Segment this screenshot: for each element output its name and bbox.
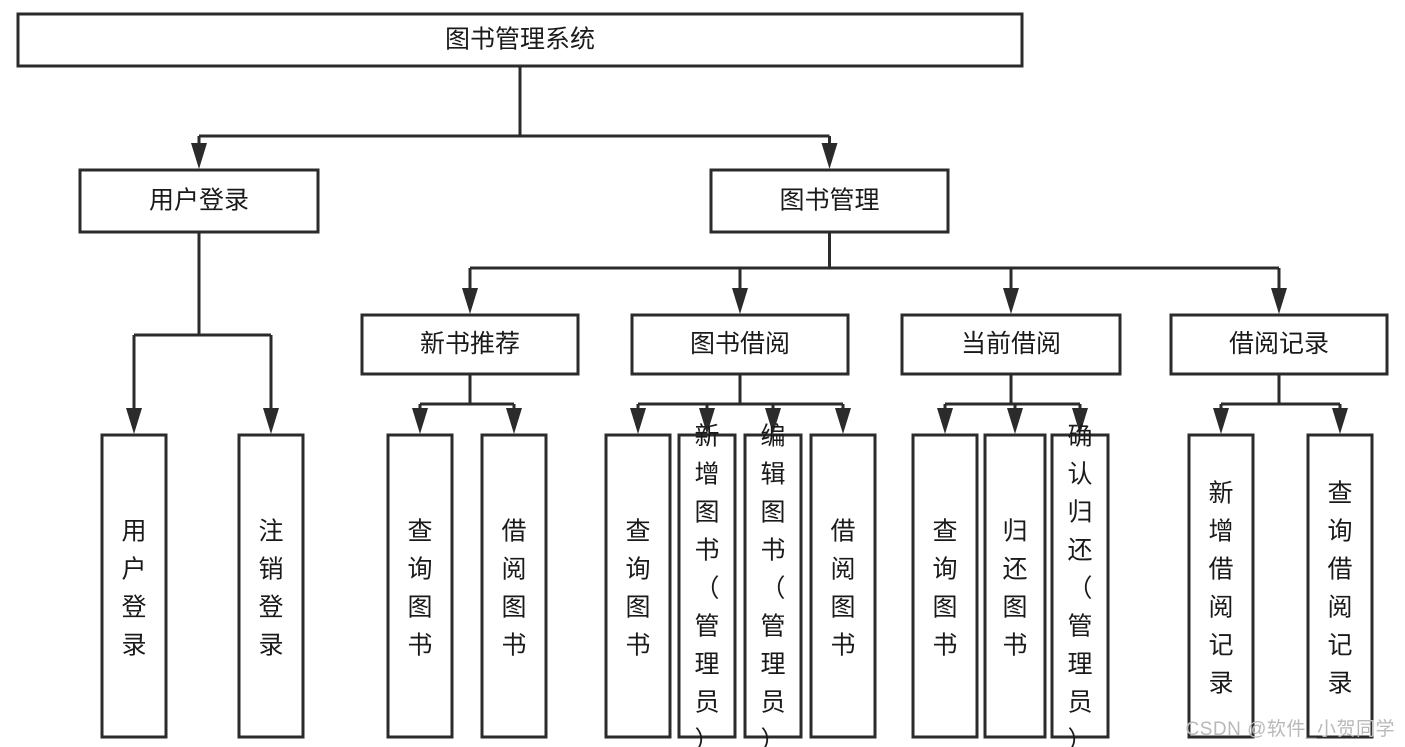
node-leaf_10[interactable]: 确认归还（管理员） [1050,423,1110,747]
node-l3_3[interactable]: 借阅记录 [1169,313,1389,376]
node-box [386,433,454,739]
node-leaf_11[interactable]: 新增借阅记录 [1187,433,1255,739]
node-label: 新书推荐 [420,330,520,358]
node-leaf_2[interactable]: 查询图书 [386,433,454,739]
node-label: 归还图书 [1002,518,1027,660]
node-label: 注销登录 [258,518,283,660]
watermark-text: CSDN @软件_小贺同学 [1185,719,1395,740]
node-layer: 图书管理系统用户登录图书管理新书推荐图书借阅当前借阅借阅记录用户登录注销登录查询… [16,12,1389,747]
node-label: 借阅记录 [1229,330,1329,358]
node-box [1169,313,1389,376]
node-box [911,433,979,739]
node-label: 用户登录 [149,187,249,215]
node-l3_0[interactable]: 新书推荐 [360,313,580,376]
node-leaf_4[interactable]: 查询图书 [604,433,672,739]
node-box [360,313,580,376]
node-box [630,313,850,376]
node-label: 当前借阅 [961,330,1061,358]
node-label: 编辑图书（管理员） [760,423,785,747]
node-box [100,433,168,739]
node-label: 图书借阅 [690,330,790,358]
node-box [709,168,950,234]
node-label: 查询图书 [932,518,957,660]
node-l3_1[interactable]: 图书借阅 [630,313,850,376]
node-root[interactable]: 图书管理系统 [16,12,1024,68]
node-box [809,433,877,739]
node-leaf_8[interactable]: 查询图书 [911,433,979,739]
node-leaf_12[interactable]: 查询借阅记录 [1306,433,1374,739]
node-leaf_5[interactable]: 新增图书（管理员） [677,423,737,747]
node-label: 借阅图书 [501,518,526,660]
node-label: 新增借阅记录 [1208,480,1233,698]
node-label: 用户登录 [121,518,146,660]
connector-layer [126,66,1348,434]
node-leaf_0[interactable]: 用户登录 [100,433,168,739]
node-label: 图书管理系统 [445,26,595,54]
node-label: 查询借阅记录 [1327,480,1352,698]
node-l2_1[interactable]: 图书管理 [709,168,950,234]
node-label: 借阅图书 [830,518,855,660]
node-box [1306,433,1374,739]
node-label: 查询图书 [625,518,650,660]
node-box [677,433,737,739]
node-box [983,433,1047,739]
node-box [237,433,305,739]
node-leaf_9[interactable]: 归还图书 [983,433,1047,739]
node-leaf_7[interactable]: 借阅图书 [809,433,877,739]
node-box [16,12,1024,68]
node-label: 图书管理 [779,187,879,215]
node-l2_0[interactable]: 用户登录 [78,168,320,234]
node-box [604,433,672,739]
node-box [78,168,320,234]
node-leaf_3[interactable]: 借阅图书 [480,433,548,739]
node-leaf_1[interactable]: 注销登录 [237,433,305,739]
node-box [1050,433,1110,739]
node-label: 查询图书 [407,518,432,660]
node-box [480,433,548,739]
node-label: 新增图书（管理员） [694,423,719,747]
node-box [743,433,803,739]
node-box [900,313,1122,376]
node-label: 确认归还（管理员） [1067,423,1092,747]
node-leaf_6[interactable]: 编辑图书（管理员） [743,423,803,747]
node-l3_2[interactable]: 当前借阅 [900,313,1122,376]
node-box [1187,433,1255,739]
